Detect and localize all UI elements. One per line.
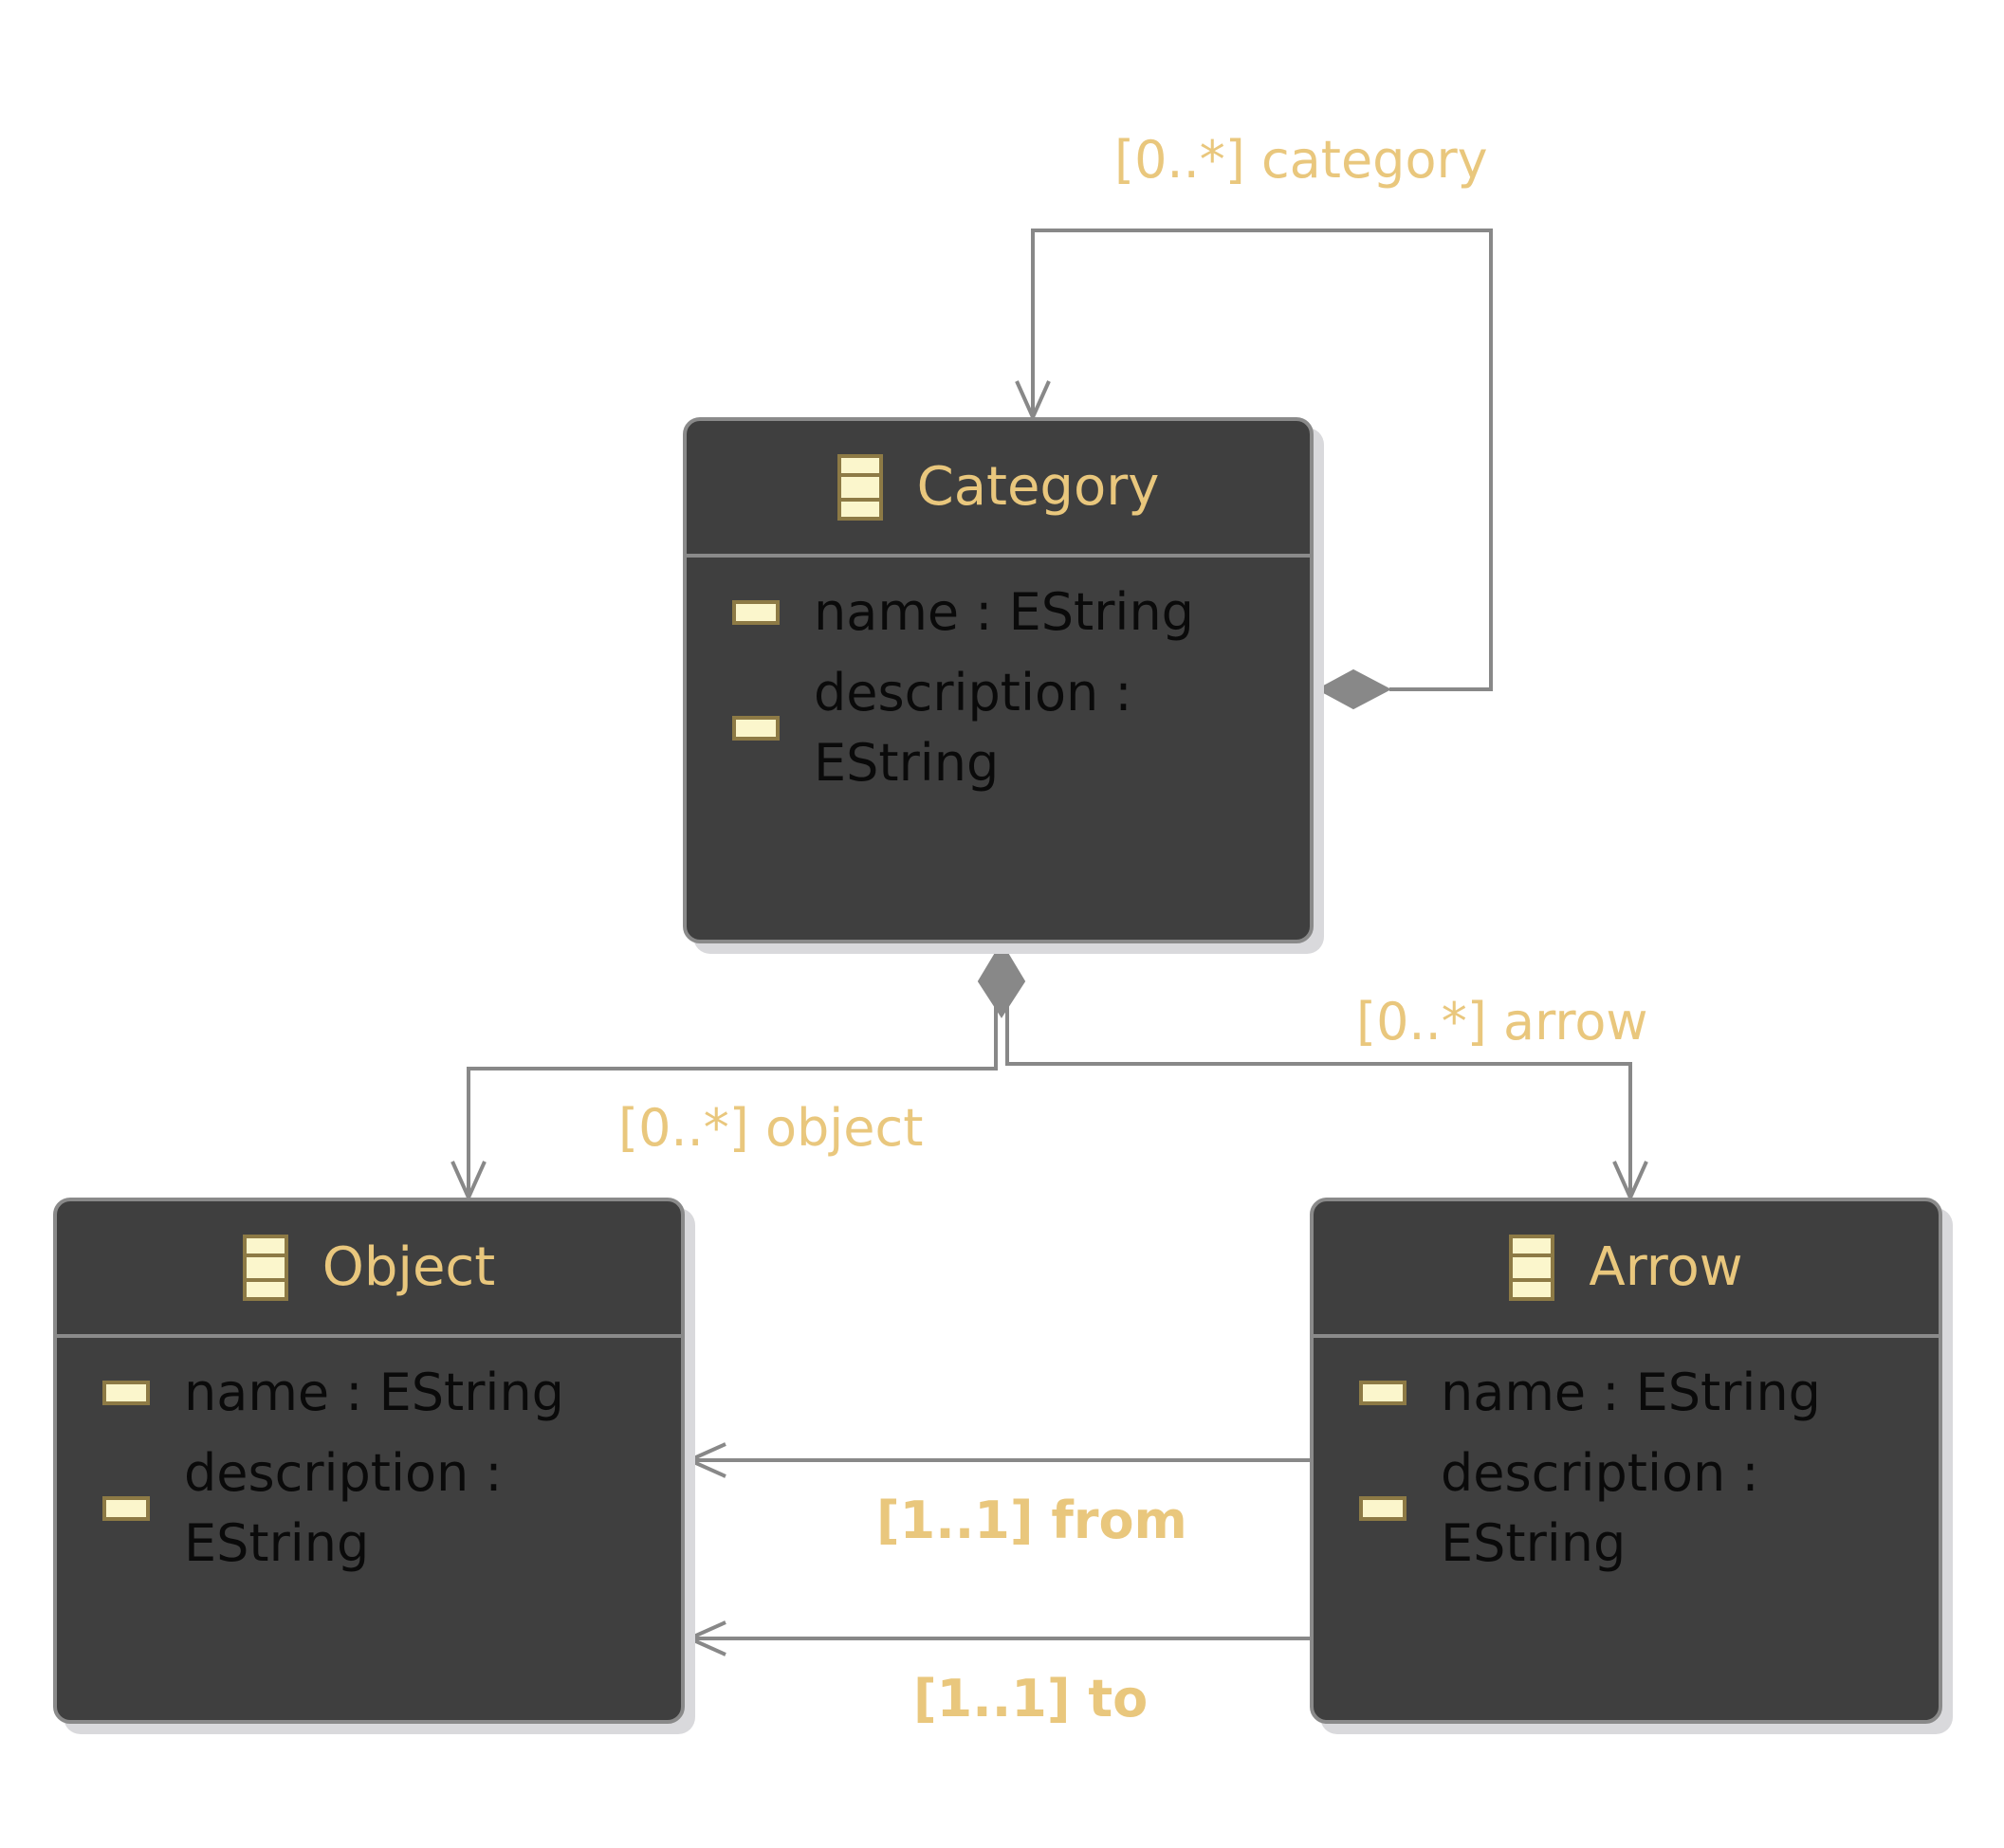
divider [1314,1334,1939,1338]
attribute-label: name : EString [814,582,1194,642]
class-name: Category [916,456,1160,518]
label-object: [0..*] object [618,1098,924,1158]
class-header: Arrow [1314,1201,1939,1334]
class-object[interactable]: Object name : EString description : EStr… [53,1198,685,1724]
eclass-icon [837,454,883,521]
divider [57,1334,681,1338]
arrowhead-from [685,1442,726,1478]
class-header: Object [57,1201,681,1334]
label-to: [1..1] to [913,1669,1149,1729]
attribute-name[interactable]: name : EString [1359,1358,1920,1428]
attribute-label: description : EString [814,663,1132,793]
attribute-label: description : EString [184,1443,503,1573]
class-category[interactable]: Category name : EString description : ES… [683,417,1314,943]
edge-from[interactable] [685,1442,1310,1478]
eattribute-icon [102,1496,150,1521]
edge-category-self[interactable] [1015,229,1493,710]
attribute-label: name : EString [184,1363,564,1422]
label-category: [0..*] category [1114,130,1488,190]
attribute-name[interactable]: name : EString [102,1358,662,1428]
arrowhead-to [685,1620,726,1656]
class-arrow[interactable]: Arrow name : EString description : EStri… [1310,1198,1942,1724]
composition-diamond-children [977,942,1026,1018]
divider [687,554,1310,558]
edge-to[interactable] [685,1620,1310,1656]
eattribute-icon [1359,1381,1406,1405]
eclass-icon [1509,1235,1555,1301]
attribute-label: name : EString [1441,1363,1821,1422]
attribute-description[interactable]: description : EString [732,658,1291,798]
attribute-description[interactable]: description : EString [1359,1438,1920,1579]
eattribute-icon [732,600,780,625]
eattribute-icon [102,1381,150,1405]
label-from: [1..1] from [876,1491,1187,1550]
composition-diamond-category [1315,668,1392,710]
class-name: Arrow [1589,1236,1743,1298]
class-header: Category [687,421,1310,554]
eattribute-icon [732,716,780,741]
class-name: Object [322,1236,496,1298]
attribute-name[interactable]: name : EString [732,577,1291,648]
attribute-label: description : EString [1441,1443,1759,1573]
attribute-description[interactable]: description : EString [102,1438,662,1579]
label-arrow: [0..*] arrow [1356,992,1648,1052]
eclass-icon [242,1235,288,1301]
eattribute-icon [1359,1496,1406,1521]
